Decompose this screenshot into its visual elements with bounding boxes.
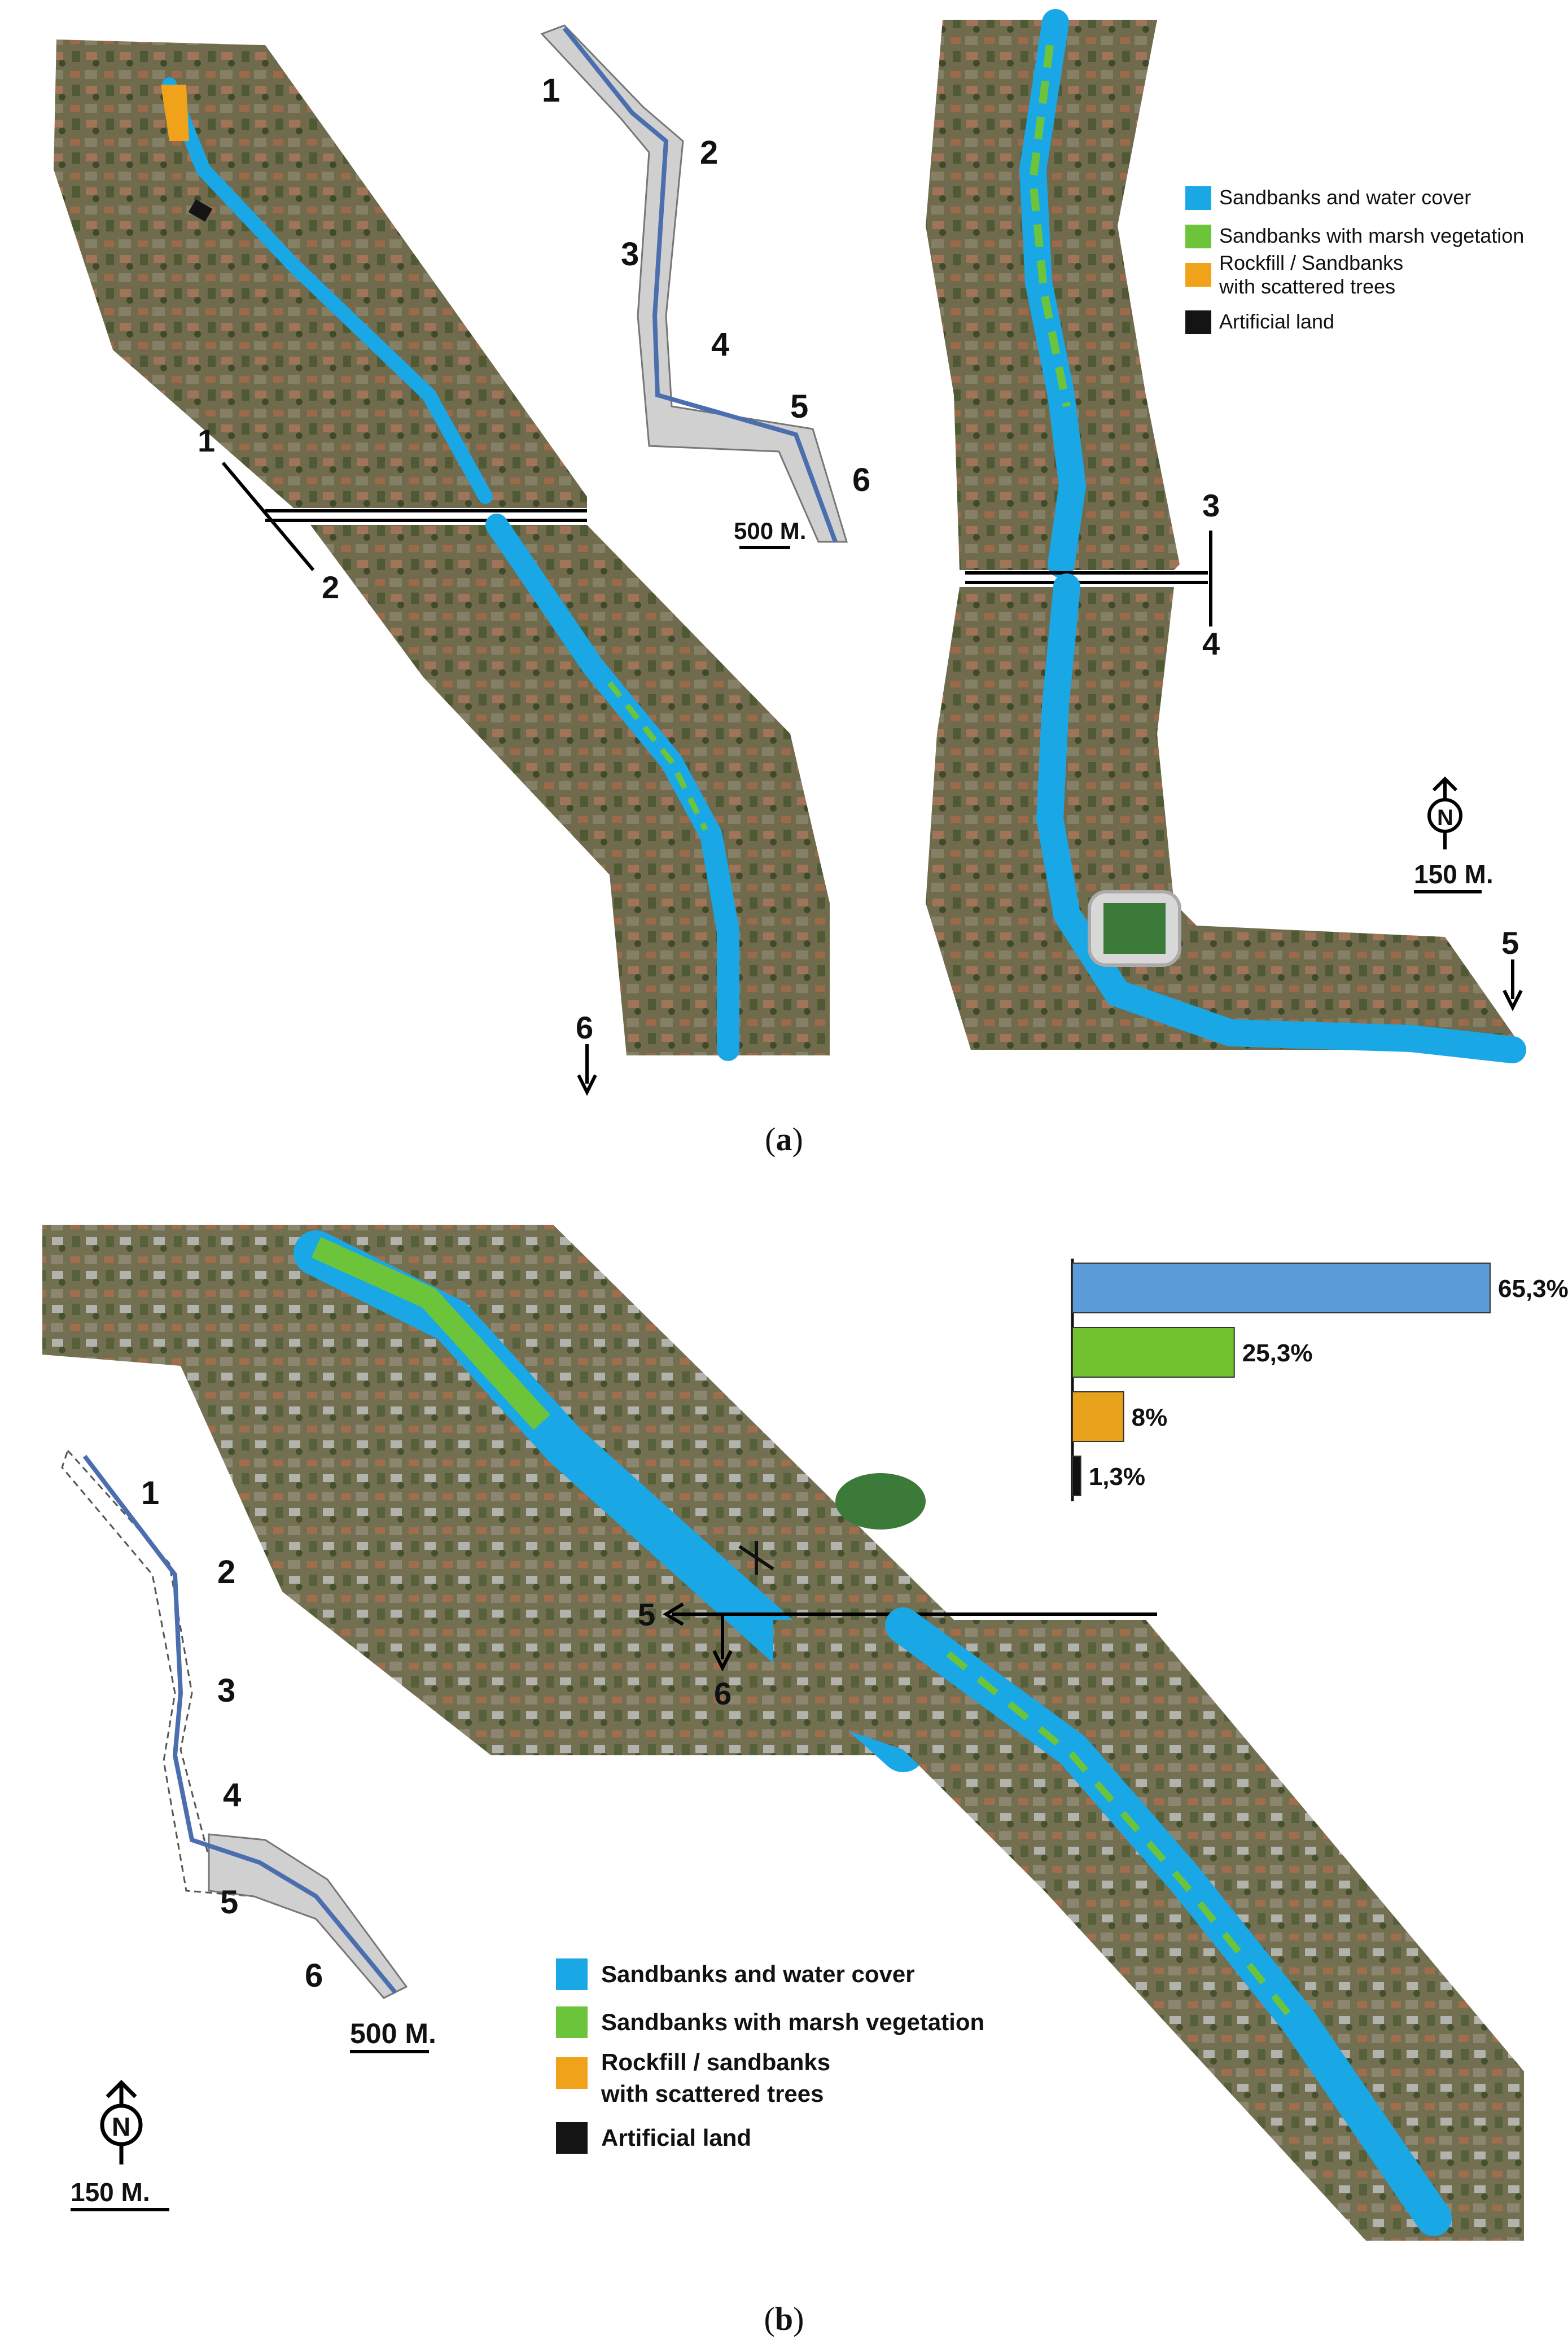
inset-a-label-6: 6 xyxy=(852,462,870,498)
legend-b-label-rockfill-1: Rockfill / sandbanks xyxy=(601,2049,830,2075)
legend-b-label-water: Sandbanks and water cover xyxy=(601,1961,915,1987)
legend-b-swatch-artificial xyxy=(556,2122,588,2154)
legend-a-label-artificial: Artificial land xyxy=(1219,310,1334,333)
section-b-label-5: 5 xyxy=(638,1597,655,1632)
aerial-strip-a-lower-right xyxy=(926,587,1524,1050)
marsh-b-upper xyxy=(311,1237,550,1430)
legend-a-swatch-marsh xyxy=(1185,225,1211,248)
legend-a-swatch-water xyxy=(1185,186,1211,210)
legend-a-label-marsh: Sandbanks with marsh vegetation xyxy=(1219,224,1524,247)
section-label-3: 3 xyxy=(1202,488,1220,523)
cover-percentage-bar-chart: 65,3% 25,3% 8% 1,3% xyxy=(1071,1259,1568,1501)
legend-b-swatch-rockfill xyxy=(556,2057,588,2089)
inset-b-label-1: 1 xyxy=(141,1475,159,1511)
legend-b-label-artificial: Artificial land xyxy=(601,2124,751,2151)
aerial-strip-b-lower xyxy=(773,1620,1524,2241)
legend-a-swatch-artificial xyxy=(1185,310,1211,334)
north-arrow-b-icon: N xyxy=(100,2080,143,2164)
artificial-land-a xyxy=(188,199,213,222)
marsh-b-lower xyxy=(946,1651,1301,2028)
legend-a-label-rockfill-1: Rockfill / Sandbanks xyxy=(1219,251,1403,274)
legend-b-swatch-marsh xyxy=(556,2006,588,2038)
inset-a-label-2: 2 xyxy=(700,134,718,171)
inset-a-label-5: 5 xyxy=(790,388,808,425)
inset-a-label-3: 3 xyxy=(621,236,639,273)
legend-a-label-water: Sandbanks and water cover xyxy=(1219,186,1471,209)
inset-a-label-1: 1 xyxy=(542,72,560,109)
inset-a-scale-label: 500 M. xyxy=(734,518,806,544)
legend-b: Sandbanks and water cover Sandbanks with… xyxy=(556,1958,984,2154)
map-scale-a-label: 150 M. xyxy=(1414,860,1493,889)
caption-b: (b) xyxy=(764,2300,804,2337)
section-b-label-6: 6 xyxy=(714,1676,732,1711)
legend-a-label-rockfill-2: with scattered trees xyxy=(1219,275,1395,298)
bar-label-marsh: 25,3% xyxy=(1242,1339,1313,1367)
rockfill-a-upper-left xyxy=(161,85,189,141)
inset-b-label-6: 6 xyxy=(305,1957,323,1994)
section-label-2: 2 xyxy=(322,569,339,605)
legend-a-swatch-rockfill xyxy=(1185,263,1211,287)
map-scale-b-label: 150 M. xyxy=(71,2177,150,2207)
inset-b-label-5: 5 xyxy=(220,1884,238,1921)
section-arrow-5-head xyxy=(663,1602,684,1626)
figure-panel-a: 1 2 6 1 2 3 4 5 6 500 M. 3 4 xyxy=(0,0,1568,1163)
section-arrow-6-head xyxy=(712,1650,733,1672)
legend-a: Sandbanks and water cover Sandbanks with… xyxy=(1185,186,1524,334)
arrow-5-head xyxy=(1503,989,1523,1011)
bar-rockfill xyxy=(1072,1391,1124,1442)
inset-overview-b: 1 2 3 4 5 6 500 M. xyxy=(61,1449,436,2053)
section-label-4: 4 xyxy=(1202,626,1220,661)
inset-overview-a: 1 2 3 4 5 6 500 M. xyxy=(540,24,870,549)
figure-panel-b: 5 6 1 2 3 4 5 6 500 M. N xyxy=(0,1185,1568,2340)
caption-a: (a) xyxy=(765,1121,803,1158)
marsh-a-upper-right xyxy=(1028,45,1071,407)
panel-a-svg: 1 2 6 1 2 3 4 5 6 500 M. 3 4 xyxy=(54,9,1526,1096)
legend-b-swatch-water xyxy=(556,1958,588,1990)
bar-marsh xyxy=(1072,1327,1235,1378)
bar-label-rockfill: 8% xyxy=(1132,1404,1168,1431)
legend-b-label-rockfill-2: with scattered trees xyxy=(601,2080,824,2107)
arrow-6-head xyxy=(577,1074,597,1096)
section-label-1: 1 xyxy=(198,423,215,458)
sports-field-b xyxy=(835,1473,926,1530)
svg-text:N: N xyxy=(112,2112,130,2141)
bar-label-artificial: 1,3% xyxy=(1089,1463,1145,1491)
legend-b-label-marsh: Sandbanks with marsh vegetation xyxy=(601,2009,984,2035)
inset-b-label-4: 4 xyxy=(223,1777,241,1813)
inset-a-label-4: 4 xyxy=(711,326,729,363)
aerial-strip-a-upper-left xyxy=(54,40,587,508)
cross-marker-b xyxy=(738,1541,774,1575)
section-label-5: 5 xyxy=(1501,925,1519,961)
marsh-a-lower-left xyxy=(607,681,708,831)
stadium-pitch-a xyxy=(1103,903,1166,954)
bar-artificial xyxy=(1072,1456,1081,1496)
section-arrow-1-2 xyxy=(221,462,315,571)
panel-b-svg: 5 6 1 2 3 4 5 6 500 M. N xyxy=(42,1225,1568,2241)
north-arrow-icon: N xyxy=(1427,776,1462,849)
inset-b-label-3: 3 xyxy=(217,1672,235,1709)
inset-b-label-2: 2 xyxy=(217,1554,235,1590)
inset-b-scale-label: 500 M. xyxy=(350,2018,436,2049)
bar-water xyxy=(1072,1263,1491,1313)
river-a-upper-left xyxy=(162,77,493,504)
svg-text:N: N xyxy=(1437,805,1453,830)
aerial-strip-a-lower-left xyxy=(310,525,830,1055)
section-label-6: 6 xyxy=(576,1010,593,1045)
bar-label-water: 65,3% xyxy=(1498,1275,1568,1303)
